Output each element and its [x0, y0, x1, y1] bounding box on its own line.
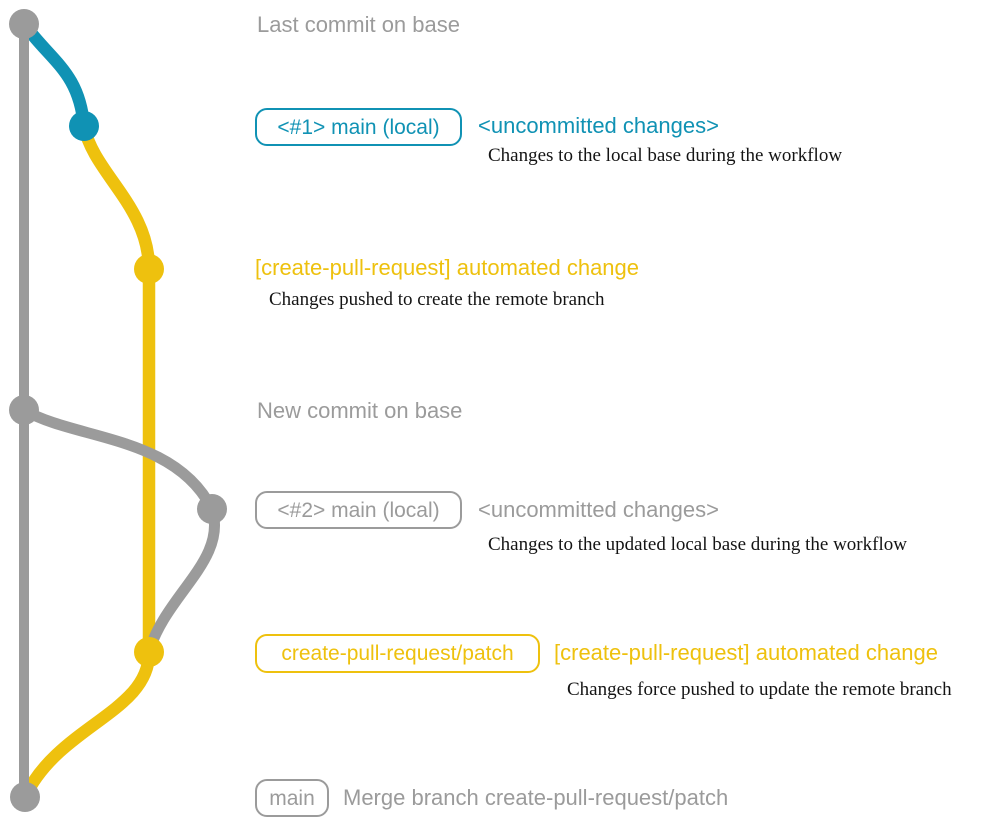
commit-dot-new-base: [9, 395, 39, 425]
title-automated-change-1: [create-pull-request] automated change: [255, 255, 640, 280]
commit-graph: [9, 9, 227, 812]
badge-label: <#1> main (local): [277, 115, 440, 139]
title-uncommitted-changes-1: <uncommitted changes>: [478, 113, 719, 138]
commit-dot-last-base: [9, 9, 39, 39]
badge-main-local-1: <#1> main (local): [255, 108, 462, 146]
branch-path-yellow-merge: [18, 645, 156, 804]
commit-dot-automated-change-2: [134, 637, 164, 667]
heading-last-commit: Last commit on base: [257, 12, 460, 37]
commit-dot-main-local-2: [197, 494, 227, 524]
badge-label: create-pull-request/patch: [281, 642, 514, 665]
description-local-base: Changes to the local base during the wor…: [488, 145, 843, 166]
badge-main-local-2: <#2> main (local): [255, 491, 462, 529]
description-force-push: Changes force pushed to update the remot…: [567, 679, 952, 700]
branch-path-teal: [17, 17, 91, 133]
badge-label: <#2> main (local): [277, 498, 440, 522]
commit-dot-automated-change-1: [134, 254, 164, 284]
branch-path-gray-rebase: [143, 503, 220, 658]
heading-new-commit: New commit on base: [257, 398, 463, 423]
title-automated-change-2: [create-pull-request] automated change: [554, 640, 939, 665]
badge-label: main: [269, 786, 315, 810]
description-updated-local-base: Changes to the updated local base during…: [488, 534, 907, 555]
badge-main: main: [255, 779, 329, 817]
commit-dot-merge: [10, 782, 40, 812]
title-uncommitted-changes-2: <uncommitted changes>: [478, 497, 719, 522]
branch-path-gray-update: [18, 404, 218, 515]
title-merge-branch: Merge branch create-pull-request/patch: [343, 785, 729, 810]
badge-patch-branch: create-pull-request/patch: [255, 634, 540, 673]
commit-dot-main-local-1: [69, 111, 99, 141]
description-push-create: Changes pushed to create the remote bran…: [269, 289, 605, 310]
branch-path-yellow-main: [77, 119, 156, 659]
